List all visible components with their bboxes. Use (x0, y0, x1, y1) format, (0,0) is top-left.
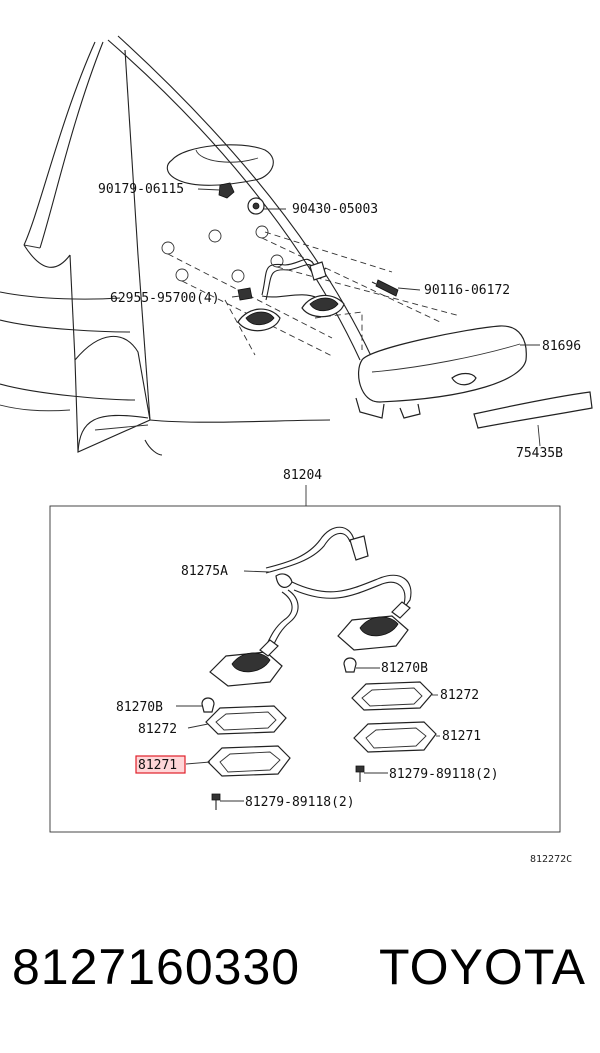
callout-81275A: 81275A (181, 564, 228, 579)
callout-81696: 81696 (542, 339, 581, 354)
upper-wiring-harness (237, 258, 345, 332)
callout-62955: 62955-95700(4) (110, 291, 220, 306)
lamp-right (337, 601, 411, 651)
clip-62955 (237, 287, 253, 301)
plate-75435B (473, 391, 593, 429)
callout-81279-left: 81279-89118(2) (245, 795, 355, 810)
footer: 8127160330 TOYOTA (0, 938, 600, 1008)
lower-leaders (176, 570, 440, 802)
nut-90179 (218, 182, 235, 199)
callout-90430: 90430-05003 (292, 202, 378, 217)
lens-right-81271 (353, 721, 437, 753)
assembly-box-81204 (49, 485, 561, 833)
highlighted-callout-81271[interactable]: 81271 (135, 755, 186, 774)
highlight-box (135, 755, 186, 774)
callout-81204: 81204 (283, 468, 322, 483)
screw-left-81279 (211, 793, 221, 810)
screw-right-81279 (355, 765, 365, 782)
lower-wiring-harness (265, 526, 412, 649)
lamp-left (209, 639, 283, 687)
callout-81270B-left: 81270B (116, 700, 163, 715)
callout-81271-right: 81271 (442, 729, 481, 744)
callout-75435B: 75435B (516, 446, 563, 461)
callout-81272-right: 81272 (440, 688, 479, 703)
callout-81279-right: 81279-89118(2) (389, 767, 499, 782)
callout-81272-left: 81272 (138, 722, 177, 737)
vehicle-rear-body (0, 35, 373, 456)
callout-81270B-right: 81270B (381, 661, 428, 676)
callout-90116: 90116-06172 (424, 283, 510, 298)
bulb-right-81270B (343, 657, 357, 673)
upper-leaders (197, 188, 541, 447)
callout-90179: 90179-06115 (98, 182, 184, 197)
gasket-left-81272 (205, 705, 287, 735)
callout-81271-left: 81271 (138, 758, 177, 773)
bulb-left-81270B (201, 697, 215, 713)
drawing-code: 812272C (530, 854, 572, 865)
mounting-holes (161, 225, 284, 283)
gasket-right-81272 (351, 681, 433, 711)
rear-garnish-81696 (355, 325, 527, 419)
part-number: 8127160330 (12, 939, 301, 995)
grommet-90430 (247, 197, 265, 215)
brand-name: TOYOTA (379, 939, 586, 995)
screw-90116 (371, 279, 399, 297)
lens-left-81271 (207, 745, 291, 777)
